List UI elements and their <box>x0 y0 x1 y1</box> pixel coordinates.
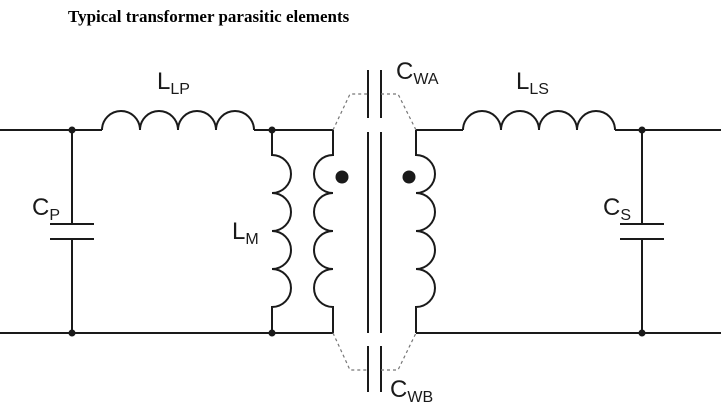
junction-dot <box>268 329 276 337</box>
diagram-title: Typical transformer parasitic elements <box>68 7 350 26</box>
capacitor-cwb-plates <box>367 346 382 392</box>
label-cs: CS <box>603 194 631 224</box>
junction-dot <box>68 329 76 337</box>
label-cwb: CWB <box>390 376 433 406</box>
cwa-lead-right <box>381 93 417 131</box>
polarity-dot-secondary <box>402 170 416 184</box>
label-llp: LLP <box>157 68 190 98</box>
secondary-winding <box>415 130 436 333</box>
inductor-lls <box>462 110 616 131</box>
capacitor-cs <box>620 130 664 333</box>
label-lls: LLS <box>516 68 549 98</box>
capacitor-cwa-plates <box>367 70 382 118</box>
label-lm: LM <box>232 218 259 248</box>
label-cwa: CWA <box>396 58 439 88</box>
junction-dot <box>638 329 646 337</box>
polarity-dot-primary <box>335 170 349 184</box>
junction-dot <box>638 126 646 134</box>
transformer-core <box>367 132 382 333</box>
inductor-llp <box>101 110 255 131</box>
junction-dot <box>68 126 76 134</box>
capacitor-cp <box>50 130 94 333</box>
label-cp: CP <box>32 194 60 224</box>
junction-dot <box>268 126 276 134</box>
cwb-lead-left <box>332 332 368 371</box>
cwb-lead-right <box>381 332 417 371</box>
cwa-lead-left <box>332 93 368 131</box>
inductor-lm <box>271 130 292 333</box>
primary-winding <box>313 130 334 333</box>
